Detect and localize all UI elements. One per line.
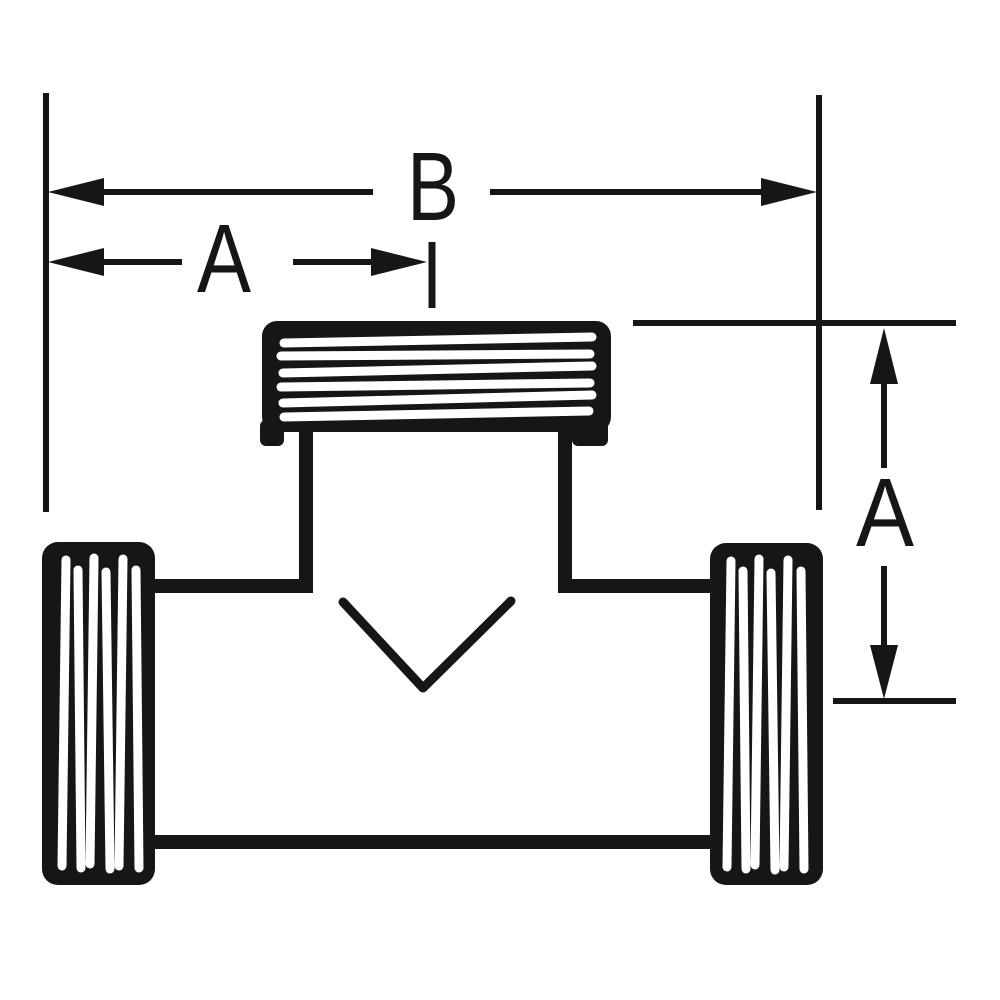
arrow-left-icon: [48, 248, 104, 276]
chevron-down-icon: [338, 596, 516, 693]
arrow-left-icon: [48, 178, 104, 206]
left-thread-block: [42, 542, 155, 885]
dimension-a-horizontal: A: [48, 204, 436, 313]
dim-a-horizontal-label: A: [197, 204, 251, 313]
arrow-up-icon: [870, 328, 898, 384]
left-thread-lines: [57, 553, 144, 874]
left-shoulder-and-neck: [149, 430, 313, 593]
top-thread-block: [262, 321, 611, 432]
arrow-right-icon: [761, 178, 817, 206]
body-outline: [149, 430, 710, 849]
dim-a-vertical-label: A: [856, 458, 914, 567]
right-thread-block: [710, 543, 823, 885]
top-thread-lines: [276, 332, 597, 422]
left-thread-body: [42, 542, 155, 885]
right-shoulder-and-neck: [558, 430, 710, 593]
extension-lines: [43, 93, 956, 704]
dim-b-label: B: [407, 132, 459, 241]
tee-fitting: [42, 321, 823, 885]
arrow-down-icon: [870, 645, 898, 699]
dimension-b: B: [48, 132, 817, 241]
right-thread-lines: [722, 554, 809, 875]
dimension-a-vertical: A: [856, 328, 914, 699]
arrow-right-icon: [371, 248, 427, 276]
right-thread-body: [710, 543, 823, 885]
